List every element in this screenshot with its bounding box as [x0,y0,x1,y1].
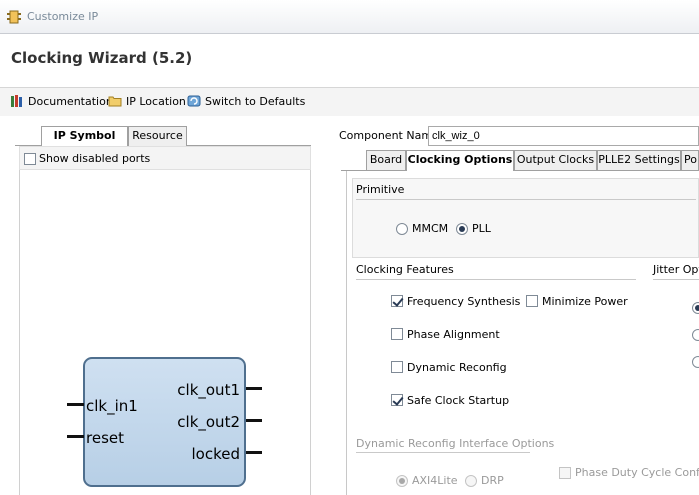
switch-defaults-label: Switch to Defaults [205,94,306,108]
primitive-pll-radio[interactable] [456,223,468,235]
left-tabs: IP Symbol Resource [15,126,311,147]
page-title: Clocking Wizard (5.2) [11,49,193,67]
port-clk-out2-pin [246,419,262,422]
port-locked-label: locked [191,445,241,463]
jitter-options-divider [653,279,699,280]
tab-resource[interactable]: Resource [128,126,187,146]
toolbar: Documentation IP Location Switch to Defa… [0,88,699,116]
phase-alignment-label: Phase Alignment [407,328,500,341]
phase-duty-cycle-checkbox[interactable] [559,467,571,479]
primitive-mmcm-radio[interactable] [396,223,408,235]
dynamic-reconfig-checkbox[interactable] [391,361,403,373]
tab-plle2-settings[interactable]: PLLE2 Settings [597,150,681,170]
tab-board[interactable]: Board [366,150,406,170]
tab-ip-symbol[interactable]: IP Symbol [41,126,128,147]
clocking-features-title: Clocking Features [356,263,454,276]
right-tabs: Board Clocking Options Output Clocks PLL… [341,150,699,171]
tab-clocking-options[interactable]: Clocking Options [406,150,514,171]
clocking-features-divider [356,279,636,280]
ip-location-label: IP Location [126,94,186,108]
folder-icon [108,96,122,107]
dynamic-reconfig-interface-title: Dynamic Reconfig Interface Options [356,437,555,450]
jitter-option-1-radio[interactable] [692,302,699,314]
port-reset-label: reset [86,429,124,447]
tab-port-renaming[interactable]: Po [681,150,699,170]
port-clk-out1-label: clk_out1 [177,381,240,399]
port-clk-in1-pin [67,403,84,406]
window-titlebar: Customize IP [0,0,699,34]
minimize-power-checkbox[interactable] [526,295,538,307]
ip-icon [7,10,21,24]
documentation-label: Documentation [28,94,113,108]
port-clk-in1-label: clk_in1 [86,397,138,415]
symbol-options-bar: Show disabled ports [19,146,311,170]
dynamic-reconfig-label: Dynamic Reconfig [407,361,507,374]
ip-location-button[interactable]: IP Location [108,94,186,108]
primitive-group: Primitive MMCM PLL [352,178,699,258]
refresh-icon [187,95,201,107]
jitter-option-3-radio[interactable] [692,356,699,368]
dynamic-reconfig-interface-divider [356,452,530,453]
drp-radio[interactable] [465,475,477,487]
documentation-button[interactable]: Documentation [10,94,113,108]
component-name-label: Component Name [339,129,439,142]
window-title: Customize IP [27,10,99,23]
port-clk-out1-pin [246,387,262,390]
safe-clock-startup-checkbox[interactable] [391,394,403,406]
primitive-title: Primitive [356,183,405,196]
port-reset-pin [67,435,84,438]
show-disabled-ports-checkbox[interactable] [24,153,36,165]
drp-label: DRP [481,474,504,487]
jitter-option-2-radio[interactable] [692,329,699,341]
primitive-pll-label: PLL [472,222,491,235]
books-icon [11,95,22,107]
wizard-header: Clocking Wizard (5.2) [0,34,699,88]
component-name-input[interactable] [428,126,699,146]
primitive-mmcm-label: MMCM [412,222,449,235]
show-disabled-ports-label: Show disabled ports [39,152,151,165]
phase-duty-cycle-label: Phase Duty Cycle Config [575,466,699,479]
minimize-power-label: Minimize Power [542,295,628,308]
axi4lite-radio[interactable] [396,475,408,487]
safe-clock-startup-label: Safe Clock Startup [407,394,510,407]
frequency-synthesis-label: Frequency Synthesis [407,295,521,308]
frequency-synthesis-checkbox[interactable] [391,295,403,307]
port-locked-pin [246,451,262,454]
port-clk-out2-label: clk_out2 [177,413,240,431]
tab-output-clocks[interactable]: Output Clocks [514,150,597,170]
jitter-options-title: Jitter Opti [653,263,699,276]
axi4lite-label: AXI4Lite [412,474,458,487]
switch-defaults-button[interactable]: Switch to Defaults [187,94,305,108]
phase-alignment-checkbox[interactable] [391,328,403,340]
primitive-divider [356,199,696,200]
ip-symbol-block: clk_in1 reset clk_out1 clk_out2 locked [83,357,246,487]
